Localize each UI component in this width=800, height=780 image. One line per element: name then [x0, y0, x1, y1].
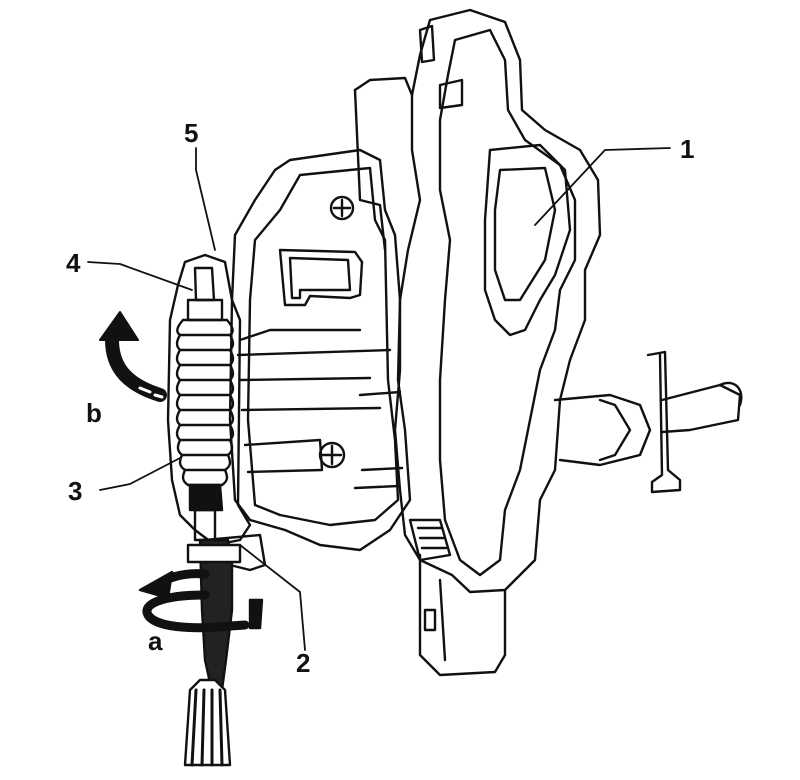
leader-line-2	[239, 544, 306, 651]
bowden-cable	[175, 266, 242, 767]
leader-lines	[87, 147, 671, 651]
callout-5: 5	[184, 118, 199, 148]
leader-line-4	[87, 261, 193, 291]
leader-line-3	[99, 457, 181, 491]
leader-line-1	[534, 147, 671, 226]
leader-line-5	[195, 147, 216, 251]
curved-arrow-b	[99, 311, 167, 402]
callout-b: b	[86, 398, 102, 428]
callout-2: 2	[296, 648, 311, 678]
callout-1: 1	[680, 134, 695, 164]
lock-body	[353, 8, 743, 677]
rotation-arrow-a	[138, 569, 264, 633]
callout-3: 3	[68, 476, 83, 506]
cover-plate	[228, 148, 412, 552]
callout-a: a	[148, 626, 163, 656]
callout-4: 4	[66, 248, 81, 278]
